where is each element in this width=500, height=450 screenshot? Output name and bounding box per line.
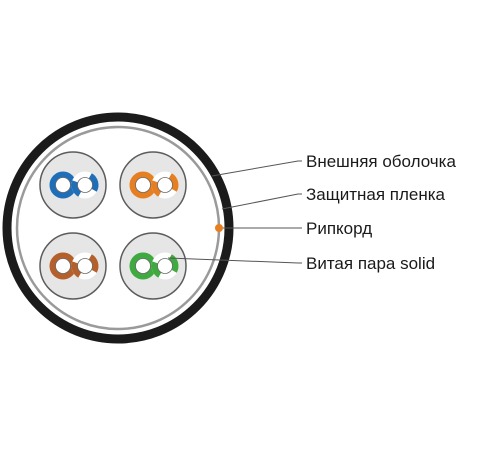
leader-lines xyxy=(167,160,302,264)
brown-pair xyxy=(39,232,107,300)
label-ripcord: Рипкорд xyxy=(306,219,372,238)
label-outer-jacket: Внешняя оболочка xyxy=(306,152,456,171)
leader-line-outer-jacket xyxy=(211,160,302,177)
shield-film xyxy=(15,125,221,331)
label-twisted-pair: Витая пара solid xyxy=(306,254,435,273)
twisted-pairs-group xyxy=(39,151,187,300)
leader-line-twisted-pair xyxy=(167,257,302,264)
orange-pair-core xyxy=(157,177,173,193)
brown-pair-stripe xyxy=(88,254,99,273)
brown-pair-stripe xyxy=(71,261,82,278)
orange-pair-stripe xyxy=(168,173,179,192)
green-pair-core xyxy=(157,258,173,274)
blue-pair xyxy=(39,151,107,219)
orange-pair-stripe xyxy=(151,180,162,197)
ripcord-dot xyxy=(215,224,223,232)
green-pair-core xyxy=(135,258,151,274)
blue-pair-core xyxy=(55,177,71,193)
label-shield-film: Защитная пленка xyxy=(306,185,446,204)
leader-line-shield-film xyxy=(221,193,302,210)
orange-pair xyxy=(119,151,187,219)
blue-pair-stripe xyxy=(71,180,82,197)
orange-pair-core xyxy=(135,177,151,193)
blue-pair-core xyxy=(77,177,93,193)
blue-pair-stripe xyxy=(88,173,99,192)
brown-pair-core xyxy=(77,258,93,274)
green-pair-stripe xyxy=(168,254,179,273)
green-pair xyxy=(119,232,187,300)
green-pair-stripe xyxy=(151,261,162,278)
brown-pair-core xyxy=(55,258,71,274)
